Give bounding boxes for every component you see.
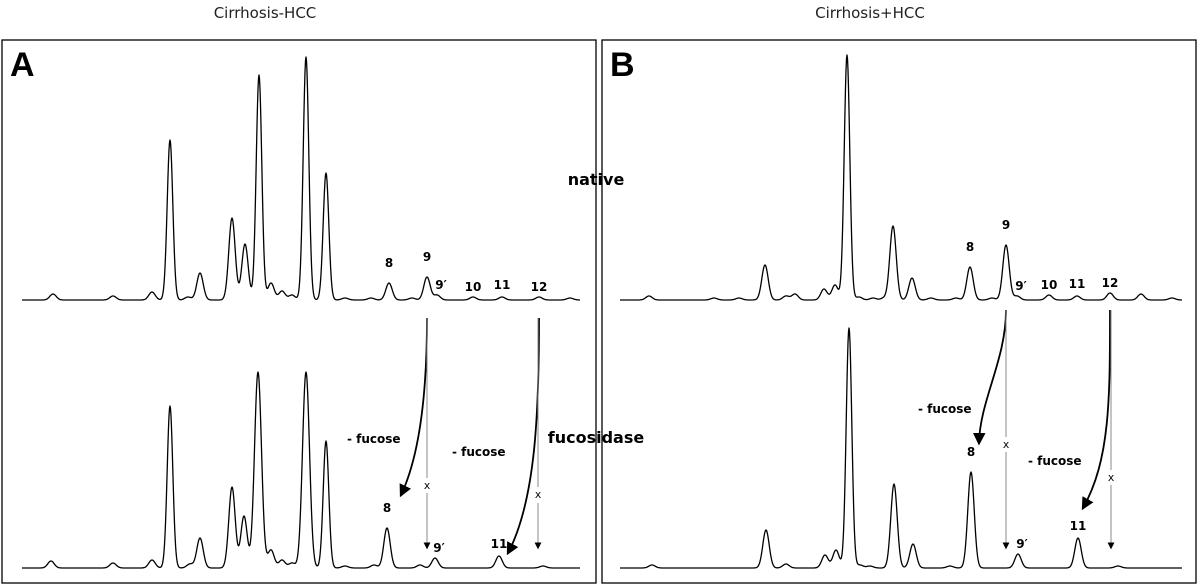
panel-a-fucose-arrow-12-to-11: [506, 317, 540, 556]
panel-b-fucose-label-1: - fucose: [918, 402, 972, 416]
peak-label-b-native-18: 9: [1002, 218, 1010, 232]
peak-label-a-native-19: 9′: [435, 278, 447, 292]
peak-label-a-native-21: 11: [494, 278, 511, 292]
panel-a-letter: A: [10, 46, 35, 84]
peak-label-a-fucosidase-19: 11: [491, 537, 508, 551]
peak-label-b-native-22: 12: [1102, 276, 1119, 290]
peak-label-a-native-22: 12: [531, 280, 548, 294]
panel-b-x-mark-2: x: [1108, 471, 1115, 484]
panel-b-fucose-arrow-12-to-11: [1081, 309, 1111, 511]
panel-a-frame: [1, 39, 597, 584]
panel-b-x-mark-1: x: [1003, 438, 1010, 451]
peak-label-a-fucosidase-18: 9′: [433, 541, 445, 555]
peak-label-a-fucosidase-16: 8: [383, 501, 391, 515]
fucosidase-label: fucosidase: [548, 428, 645, 447]
peak-label-b-fucosidase-12: 9′: [1016, 537, 1028, 551]
peak-label-b-fucosidase-11: 8: [967, 445, 975, 459]
panel-b-title: Cirrhosis+HCC: [815, 4, 925, 22]
peak-label-a-native-16: 8: [385, 256, 393, 270]
native-label: native: [568, 170, 625, 189]
panel-a-native-trace: [21, 56, 581, 301]
peak-label-b-native-16: 8: [966, 240, 974, 254]
panel-a-x-mark-1: x: [424, 479, 431, 492]
peak-label-a-native-20: 10: [465, 280, 482, 294]
panel-a-x-mark-2: x: [535, 488, 542, 501]
panel-b-native-trace: [619, 54, 1183, 301]
panel-b-frame: [601, 39, 1197, 584]
panel-b-letter: B: [610, 46, 635, 84]
panel-a-title: Cirrhosis-HCC: [214, 4, 317, 22]
peak-label-b-fucosidase-13: 11: [1070, 519, 1087, 533]
peak-labels: 8 9 9′ 10 11 12 8 9′ 11 8 9 9′ 10 11 12 8 9′ 11: [383, 218, 1119, 555]
panel-a-fucose-label-2: - fucose: [452, 445, 506, 459]
panel-b-fucose-arrow-9-to-8: [972, 309, 1007, 446]
panel-a-fucose-label-1: - fucose: [347, 432, 401, 446]
panel-b-fucosidase-trace: [619, 327, 1183, 569]
panel-b-fucose-label-2: - fucose: [1028, 454, 1082, 468]
peak-label-b-native-20: 10: [1041, 278, 1058, 292]
panel-a-fucose-arrow-9-to-8: [399, 317, 428, 498]
peak-label-b-native-19: 9′: [1015, 279, 1027, 293]
peak-label-a-native-18: 9: [423, 250, 431, 264]
peak-label-b-native-21: 11: [1069, 277, 1086, 291]
panel-a-fucosidase-trace: [21, 371, 581, 569]
